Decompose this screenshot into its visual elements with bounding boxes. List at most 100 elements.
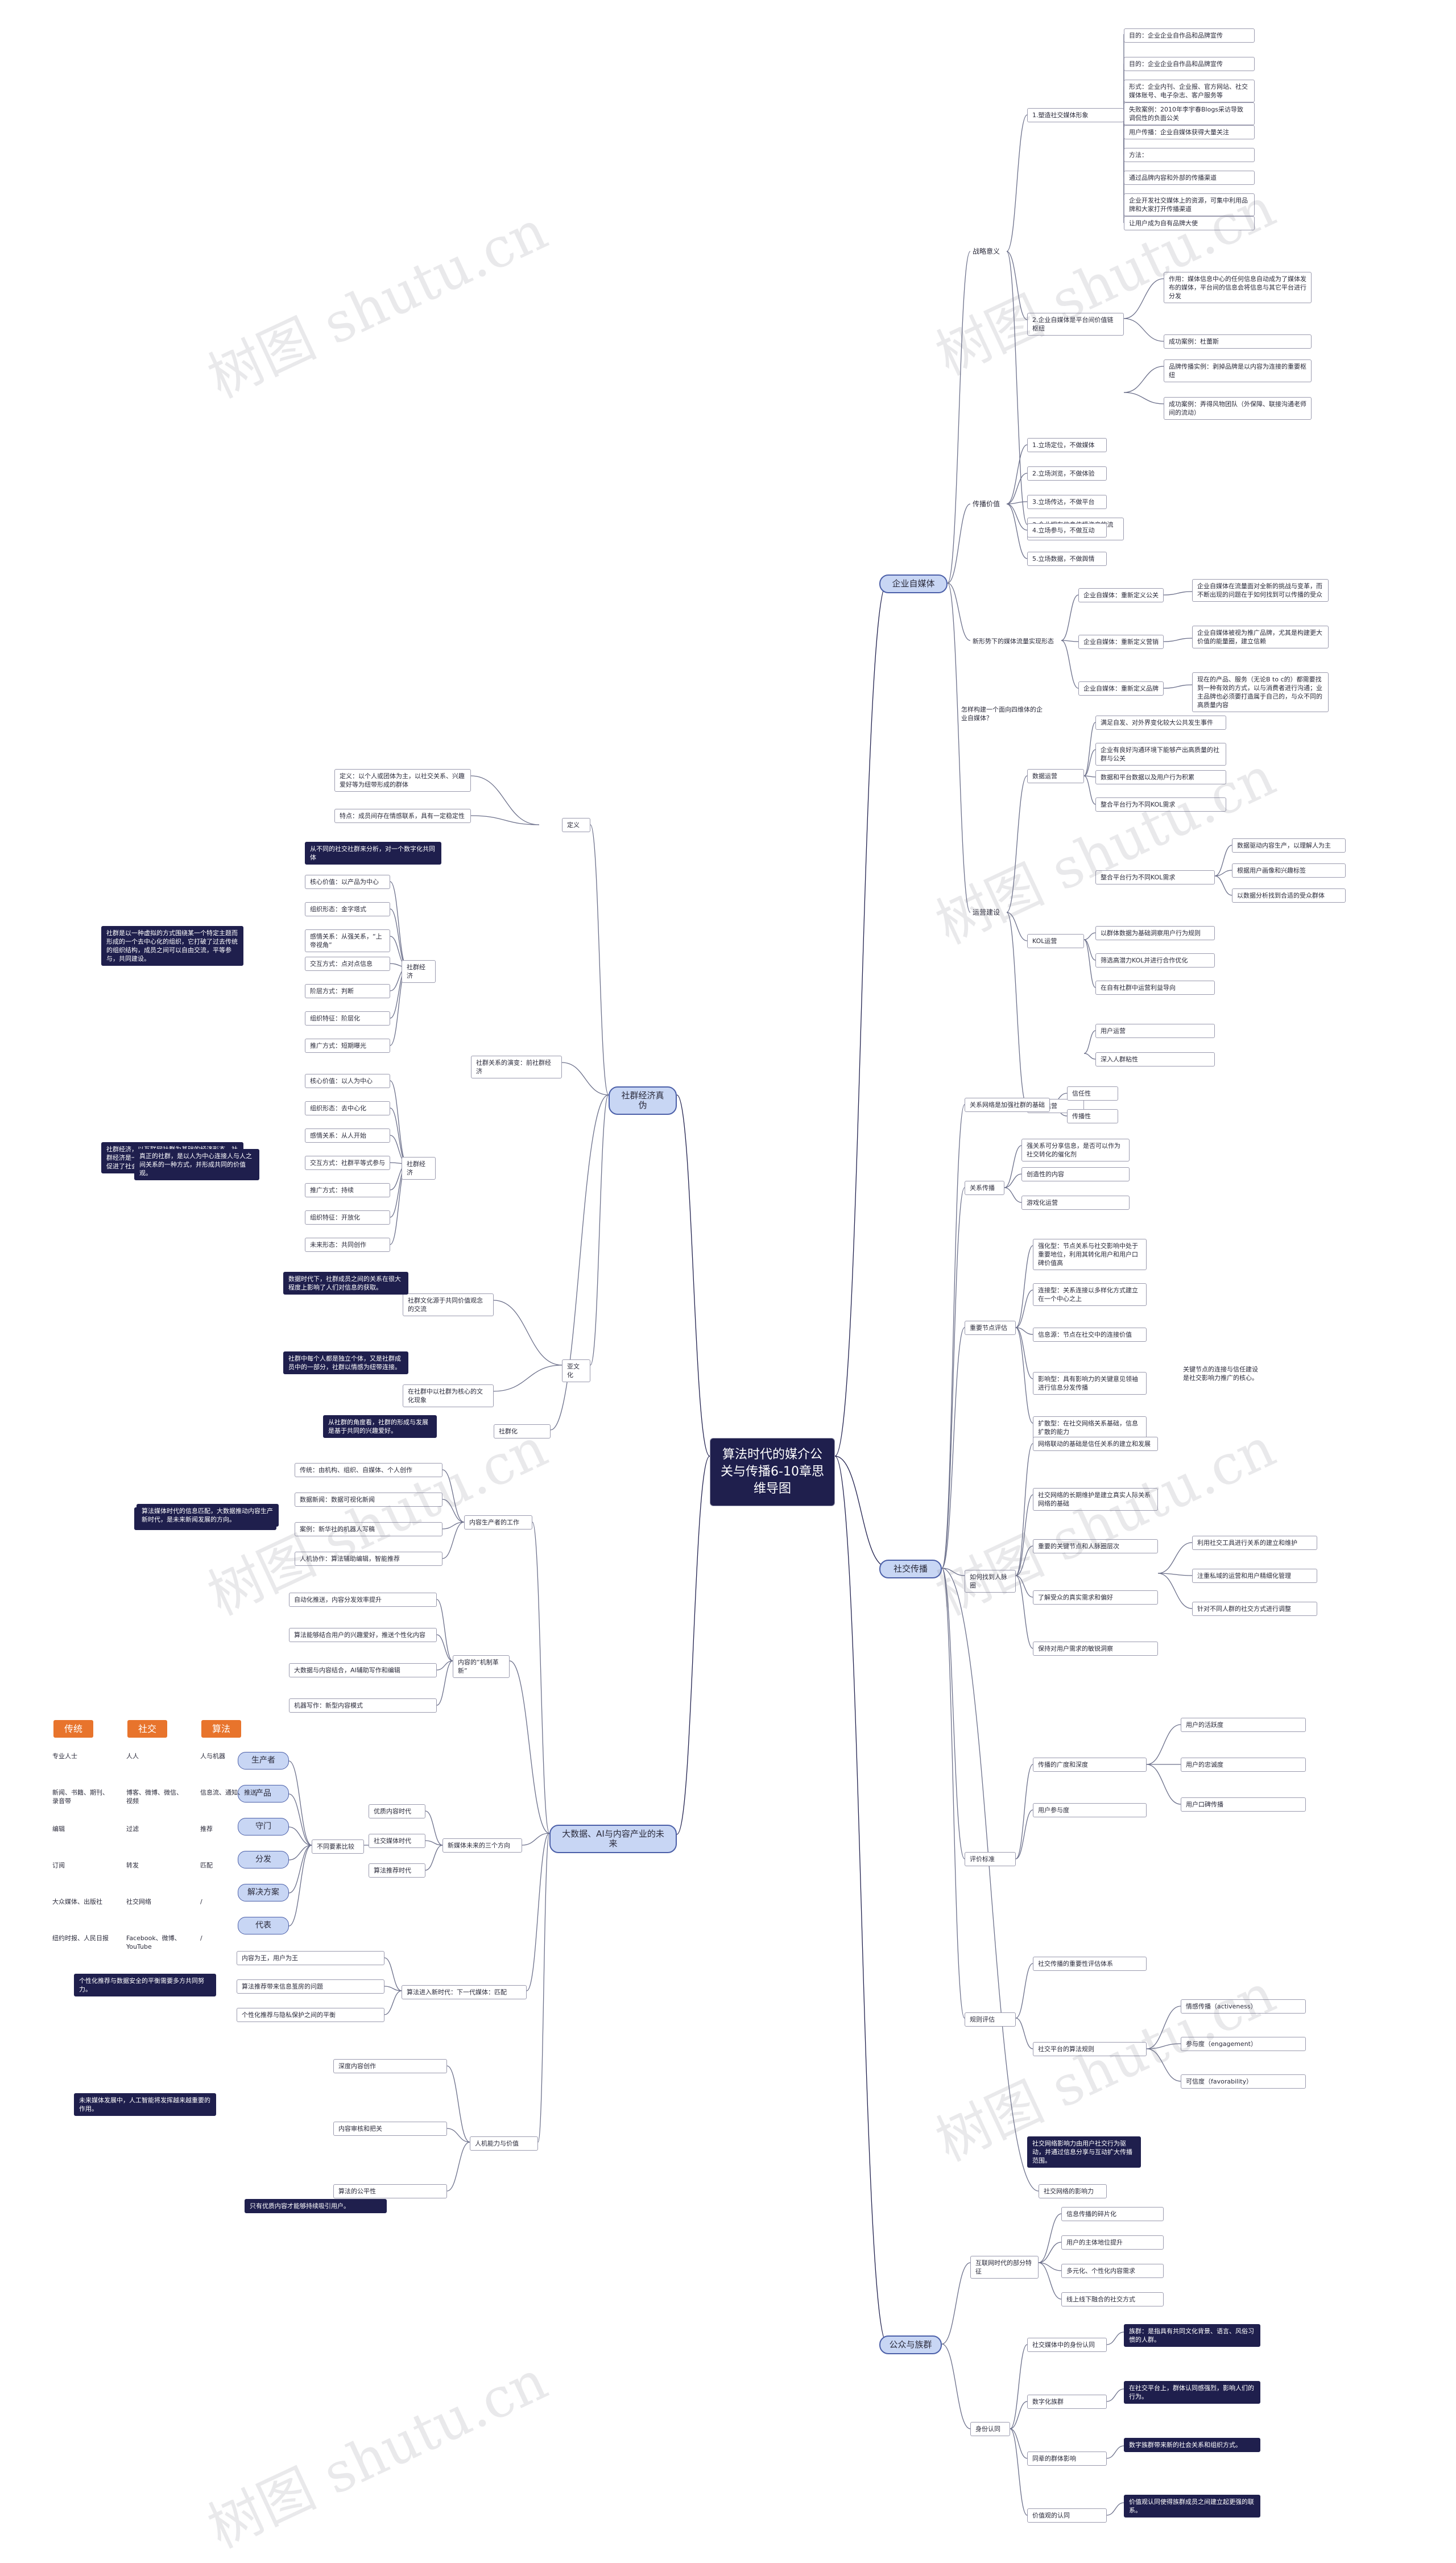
com-b1-head: 从不同的社交社群来分析，对一个数字化共同体 — [305, 842, 441, 865]
connector — [436, 1599, 453, 1661]
connector — [676, 1094, 710, 1457]
ent-def-item-0: 1.塑造社交媒体形象 — [1027, 108, 1124, 122]
soc-t1: 关系网络是加强社群的基础 — [965, 1098, 1050, 1112]
bd-pill-5[interactable]: 代表 — [238, 1917, 289, 1934]
connector — [1038, 2242, 1062, 2263]
bd-col-0: 传统 — [53, 1720, 93, 1738]
bd-note-0: 算法媒体时代的信息匹配，大数据推动内容生产新时代，是未来新闻发展的方向。 — [136, 1504, 279, 1527]
soc-t3-item-2: 信息源：节点在社交中的连接价值 — [1033, 1328, 1147, 1342]
ent-ops-kol-2: 在自有社群中运营利益导向 — [1095, 981, 1215, 995]
branch-social[interactable]: 社交传播 — [879, 1560, 942, 1578]
connector — [1061, 594, 1079, 641]
connector — [941, 1104, 965, 1569]
connector — [442, 1522, 465, 1559]
connector — [1015, 1327, 1033, 1379]
soc-t3-item-4: 扩散型：在社交网络关系基础，信息扩散的能力 — [1033, 1416, 1147, 1439]
bd-cell-0-2: 编辑 — [52, 1825, 65, 1833]
connector — [834, 1456, 888, 2344]
bd-b4: 算法进入新时代：下一代媒体：匹配 — [402, 1985, 527, 1999]
com-b3-item-1: 组织形态：去中心化 — [305, 1101, 390, 1115]
connector — [1015, 1575, 1033, 1598]
branch-bigdata[interactable]: 大数据、AI与内容产业的未来 — [549, 1825, 677, 1853]
connector — [1006, 912, 1028, 1106]
bd-pill-3[interactable]: 分发 — [238, 1851, 289, 1868]
branch-community[interactable]: 社群经济真伪 — [609, 1086, 677, 1115]
connector — [425, 1845, 443, 1871]
soc-t4-sub-0: 利用社交工具进行关系的建立和维护 — [1192, 1536, 1317, 1550]
ent-model-item-2: 企业自媒体：重新定义品牌 — [1078, 681, 1164, 696]
ent-question: 怎样构建一个面向四维体的企业自媒体？ — [961, 706, 1043, 722]
ent-ops-data2-0: 数据驱动内容生产，以理解人为主 — [1232, 838, 1346, 853]
soc-t2-item-1: 创造性的内容 — [1021, 1167, 1130, 1181]
ent-val-1: 2.立场浏览，不做体验 — [1027, 466, 1107, 481]
ent-ops-data2-2: 以数据分析找到合适的受众群体 — [1232, 888, 1346, 903]
bd-cell-1-3: 转发 — [126, 1862, 139, 1869]
connector — [1038, 2262, 1062, 2271]
soc-t4-sub-1: 注重私域的运营和用户精细化管理 — [1192, 1569, 1317, 1583]
soc-t1-item-0: 信任性 — [1067, 1086, 1118, 1101]
soc-t5-item-1: 用户参与度 — [1033, 1803, 1147, 1817]
ent-ops-data2-1: 根据用户画像和兴趣标签 — [1232, 863, 1346, 878]
bd-note-3: 只有优质内容才能够持续吸引用户。 — [245, 2199, 387, 2213]
bd-cell-1-0: 人人 — [126, 1752, 139, 1760]
com-b3-item-5: 组织特征：开放化 — [305, 1210, 390, 1225]
connector — [676, 1456, 710, 1835]
bd-cell-2-0: 人与机器 — [200, 1752, 225, 1760]
soc-t2: 关系传播 — [965, 1181, 1004, 1195]
bd-b5-item-0: 深度内容创作 — [333, 2059, 447, 2073]
branch-public[interactable]: 公众与族群 — [879, 2335, 942, 2354]
ent-ops-data2-head: 整合平台行为不同KOL需求 — [1095, 870, 1215, 884]
connector — [941, 2262, 971, 2345]
ent-ops-item-0: 数据运营 — [1027, 769, 1084, 783]
pub-b1-item-0: 信息传播的碎片化 — [1061, 2207, 1164, 2221]
bd-b4-item-1: 算法推荐带来信息茧房的问题 — [237, 1979, 384, 1994]
connector — [1015, 1963, 1033, 2019]
bd-pill-0[interactable]: 生产者 — [238, 1752, 289, 1770]
connector — [1123, 366, 1164, 393]
ent-def1-4: 方法： — [1124, 148, 1255, 162]
soc-t4: 如何找到人脉圈 — [965, 1570, 1016, 1593]
connector — [1146, 2048, 1181, 2082]
connector — [522, 1833, 550, 1846]
bd-pill-2[interactable]: 守门 — [238, 1818, 289, 1836]
connector — [442, 1499, 465, 1523]
bd-pill-4[interactable]: 解决方案 — [238, 1884, 289, 1901]
connector — [1157, 1573, 1193, 1576]
connector — [1146, 2006, 1181, 2049]
pub-b2-item-2: 同辈的群体影响 — [1027, 2452, 1107, 2466]
connector — [1214, 870, 1232, 877]
connector — [947, 503, 971, 584]
pub-b2: 身份认同 — [970, 2422, 1010, 2436]
bd-b3: 新媒体未来的三个方向 — [442, 1838, 522, 1853]
connector — [1006, 473, 1028, 505]
pub-b2-item-1: 数字化族群 — [1027, 2395, 1107, 2409]
connector — [941, 1568, 965, 2019]
branch-enterprise[interactable]: 企业自媒体 — [879, 574, 948, 593]
connector — [947, 582, 971, 913]
ent-ops-data-2: 数据和平台数据以及用户行为积累 — [1095, 770, 1226, 784]
connector — [1083, 939, 1096, 988]
com-b3-item-0: 核心价值：以人为中心 — [305, 1074, 390, 1088]
connector — [470, 775, 540, 825]
pub-note-1: 在社交平台上，群体认同感强烈，影响人们的行为。 — [1124, 2381, 1260, 2404]
bd-b4-item-0: 内容为王，用户为王 — [237, 1951, 384, 1965]
connector — [1146, 2043, 1181, 2049]
connector — [1083, 749, 1096, 776]
connector — [1083, 939, 1096, 961]
soc-t5-item-0: 传播的广度和深度 — [1033, 1758, 1147, 1772]
connector — [1015, 1289, 1033, 1328]
bd-b2: 内容的“机制革新” — [453, 1655, 510, 1678]
ent-ops-user-0: 用户运营 — [1095, 1024, 1215, 1038]
bd-pill-1[interactable]: 产品 — [238, 1785, 289, 1803]
bd-b3-item-0: 优质内容时代 — [369, 1804, 425, 1818]
connector — [446, 2065, 470, 2143]
connector — [288, 1760, 312, 1846]
ent-ops-data-1: 企业有良好沟通环境下能够产出高质量的社群与公关 — [1095, 743, 1226, 766]
connector — [941, 1327, 965, 1569]
com-b2-item-3: 交互方式：点对点信息 — [305, 957, 390, 971]
ent-def2-0: 作用：媒体信息中心的任何信息自动成为了媒体发布的媒体，平台间的信息会将信息与其它… — [1164, 272, 1312, 303]
bd-b2-item-0: 自动化推送，内容分发效率提升 — [289, 1593, 437, 1607]
connector — [1015, 1575, 1033, 1649]
com-b4: 亚文化 — [562, 1359, 590, 1382]
